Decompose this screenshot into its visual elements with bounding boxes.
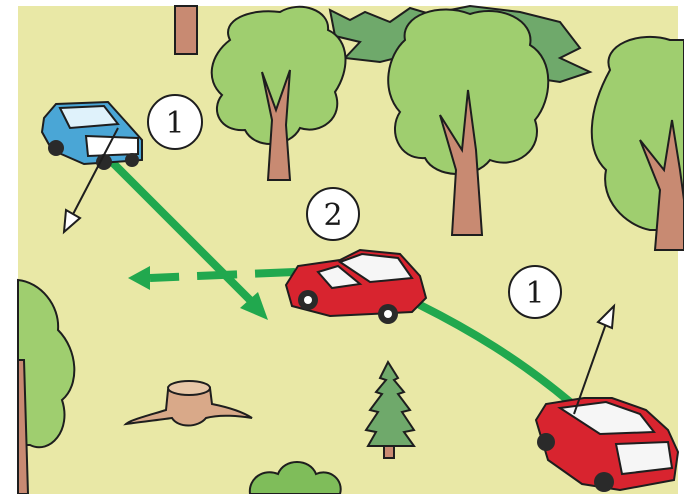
- marker-1-right: 1: [509, 266, 561, 318]
- marker-1-top: 1: [148, 95, 202, 149]
- tree-trunk-top-left: [175, 6, 197, 54]
- marker-1-right-label: 1: [525, 276, 544, 311]
- marker-2: 2: [307, 188, 359, 240]
- marker-1-top-label: 1: [165, 106, 184, 141]
- marker-2-label: 2: [323, 198, 342, 233]
